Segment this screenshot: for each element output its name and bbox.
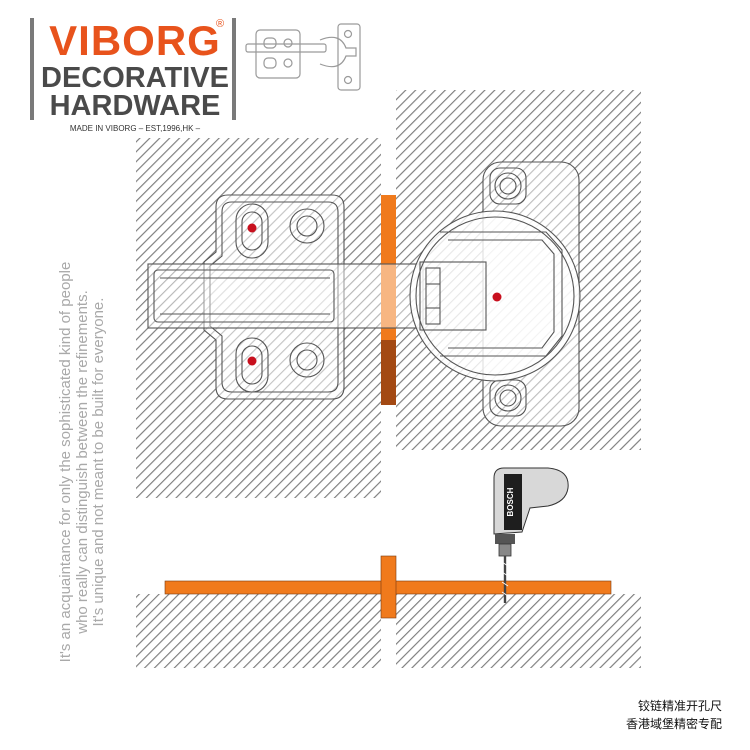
- hinge-arm: [147, 263, 424, 329]
- slogan-line-1: It's an acquaintance for only the sophis…: [57, 261, 74, 663]
- power-drill-icon: BOSCH: [493, 467, 569, 603]
- section-panel-left: [136, 594, 381, 668]
- brand-slogan: It's an acquaintance for only the sophis…: [57, 242, 108, 682]
- registered-mark: ®: [216, 18, 225, 30]
- drill-point-marker-lower: [247, 356, 257, 366]
- logo-right-bar: [232, 18, 236, 120]
- slogan-line-3: It's unique and not meant to be built fo…: [90, 297, 107, 627]
- caption-line-1: 铰链精准开孔尺: [637, 699, 722, 713]
- hinge-thumbnail-icon: [245, 23, 361, 91]
- brand-line-decorative: DECORATIVE: [41, 62, 229, 94]
- brand-logo: VIBORG ® DECORATIVE HARDWARE MADE IN VIB…: [30, 18, 236, 138]
- drill-point-marker-upper: [247, 223, 257, 233]
- mounting-plate: [203, 194, 345, 400]
- slogan-line-2: who really can distinguish between the r…: [73, 290, 91, 634]
- ruler-stop-tab: [380, 555, 397, 619]
- brand-line-hardware: HARDWARE: [49, 90, 221, 122]
- drill-brand-label: BOSCH: [506, 487, 515, 516]
- caption-line-2: 香港域堡精密专配: [625, 717, 722, 731]
- brand-tagline: MADE IN VIBORG – EST,1996,HK –: [69, 124, 201, 133]
- edge-strip-shadow: [381, 340, 396, 405]
- section-panel-right: [396, 594, 641, 668]
- logo-left-bar: [30, 18, 34, 120]
- cup-center-marker: [492, 292, 502, 302]
- brand-name: VIBORG: [49, 17, 221, 64]
